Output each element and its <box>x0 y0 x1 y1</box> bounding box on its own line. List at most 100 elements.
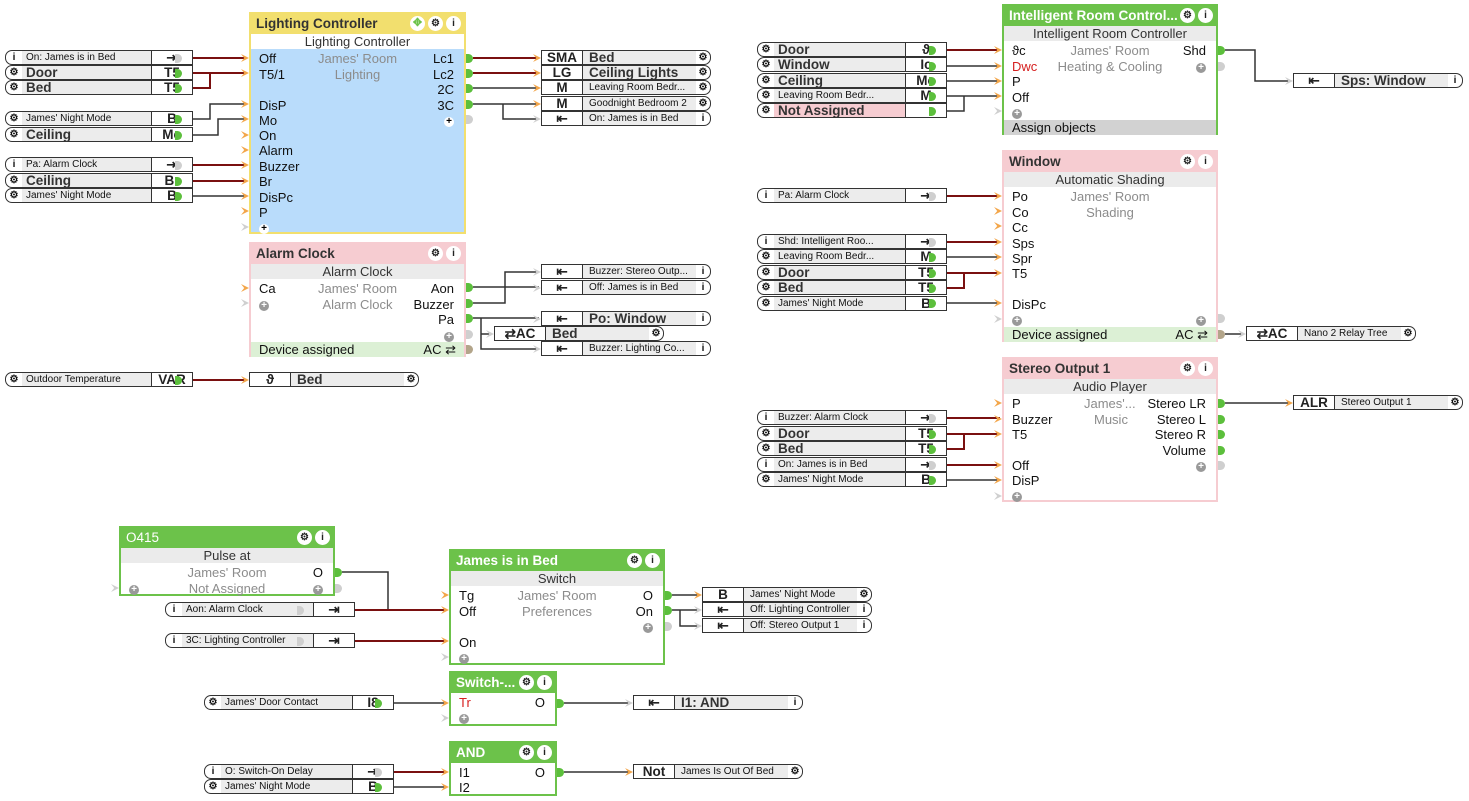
info-icon[interactable]: i <box>537 675 552 690</box>
output-connector[interactable] <box>929 107 936 116</box>
input-connector[interactable] <box>441 591 449 599</box>
input-t5[interactable]: T5 <box>1012 427 1028 442</box>
output-connector[interactable] <box>929 476 936 485</box>
info-icon[interactable]: i <box>12 52 16 63</box>
gear-icon[interactable]: ⚙ <box>761 443 771 454</box>
output-connector[interactable] <box>375 768 382 777</box>
info-icon[interactable]: i <box>537 745 552 760</box>
gear-icon[interactable]: ⚙ <box>761 251 771 262</box>
block-header[interactable]: AND ⚙i <box>451 743 555 763</box>
input-connector[interactable] <box>533 268 541 276</box>
add-output-button[interactable]: + <box>444 113 454 128</box>
output-lc2[interactable]: Lc2 <box>433 67 454 82</box>
output-connector[interactable] <box>466 84 473 93</box>
input-connector[interactable] <box>241 177 249 185</box>
output-stereo-r[interactable]: Stereo R <box>1154 427 1206 442</box>
gear-icon[interactable]: ⚙ <box>761 44 771 55</box>
output-pa[interactable]: Pa <box>438 312 454 327</box>
wire[interactable] <box>473 271 539 288</box>
info-icon[interactable]: i <box>862 604 866 615</box>
output-connector[interactable] <box>375 783 382 792</box>
add-output-button[interactable]: + <box>1196 312 1206 327</box>
input-t5[interactable]: T5/1 <box>259 67 286 82</box>
input-cc[interactable]: Cc <box>1012 220 1028 235</box>
input-connector[interactable] <box>694 622 702 630</box>
block-header[interactable]: Intelligent Room Control... ⚙i <box>1004 6 1216 26</box>
block-window[interactable]: Window ⚙i Automatic Shading James' Room … <box>1002 150 1218 342</box>
output-connector[interactable] <box>929 62 936 71</box>
output-buzzer[interactable]: Buzzer <box>413 297 454 312</box>
gear-icon[interactable]: ⚙ <box>428 246 443 261</box>
add-input-button[interactable]: + <box>1012 312 1022 327</box>
output-connector[interactable] <box>466 299 473 308</box>
input-connector[interactable] <box>533 84 541 92</box>
input-connector[interactable] <box>441 653 449 661</box>
input-connector[interactable] <box>241 223 249 231</box>
input-p[interactable]: P <box>259 205 268 220</box>
output-connector[interactable] <box>929 253 936 262</box>
output-connector[interactable] <box>929 46 936 55</box>
output-2c[interactable]: 2C <box>437 82 454 97</box>
output-connector[interactable] <box>665 591 672 600</box>
output-stereo-l[interactable]: Stereo L <box>1156 412 1206 427</box>
input-connector[interactable] <box>1285 399 1293 407</box>
info-icon[interactable]: i <box>1453 75 1457 86</box>
input-connector[interactable] <box>1238 330 1246 338</box>
wire[interactable] <box>342 571 447 611</box>
reference-tag[interactable]: ⇤Buzzer: Stereo Outp...i <box>541 264 711 279</box>
input-connector[interactable] <box>441 714 449 722</box>
input-connector[interactable] <box>994 222 1002 230</box>
block-and[interactable]: AND ⚙i I1 I2 O <box>449 741 557 796</box>
reference-tag[interactable]: ⚙Leaving Room Bedr...M <box>757 249 947 264</box>
input-off[interactable]: Off <box>459 604 477 619</box>
gear-icon[interactable]: ⚙ <box>1180 8 1195 23</box>
input-connector[interactable] <box>694 591 702 599</box>
info-icon[interactable]: i <box>1198 154 1213 169</box>
gear-icon[interactable]: ⚙ <box>698 52 708 63</box>
add-output-button[interactable]: + <box>643 619 653 634</box>
input-connector[interactable] <box>241 69 249 77</box>
gear-icon[interactable]: ⚙ <box>651 328 661 339</box>
output-o[interactable]: O <box>534 765 545 780</box>
input-ca[interactable]: Ca <box>259 281 276 296</box>
input-buzzer[interactable]: Buzzer <box>1012 412 1053 427</box>
input-connector[interactable] <box>241 100 249 108</box>
output-connector[interactable] <box>665 622 672 631</box>
gear-icon[interactable]: ⚙ <box>9 82 19 93</box>
output-connector[interactable] <box>175 54 182 63</box>
output-connector[interactable] <box>466 54 473 63</box>
output-connector[interactable] <box>175 69 182 78</box>
input-tr[interactable]: Tr <box>459 695 471 710</box>
output-connector[interactable] <box>466 283 473 292</box>
output-connector[interactable] <box>929 192 936 201</box>
gear-icon[interactable]: ⚙ <box>208 697 218 708</box>
output-connector[interactable] <box>175 177 182 186</box>
output-connector[interactable] <box>466 330 473 339</box>
move-icon[interactable]: ✥ <box>410 16 425 31</box>
gear-icon[interactable]: ⚙ <box>761 90 771 101</box>
input-connector[interactable] <box>994 253 1002 261</box>
block-header[interactable]: O415 ⚙i <box>121 528 333 548</box>
output-connector[interactable] <box>175 376 182 385</box>
output-connector[interactable] <box>929 269 936 278</box>
gear-icon[interactable]: ⚙ <box>1180 154 1195 169</box>
input-connector[interactable] <box>994 399 1002 407</box>
output-connector[interactable] <box>297 606 304 615</box>
output-connector[interactable] <box>335 584 342 593</box>
gear-icon[interactable]: ⚙ <box>698 67 708 78</box>
